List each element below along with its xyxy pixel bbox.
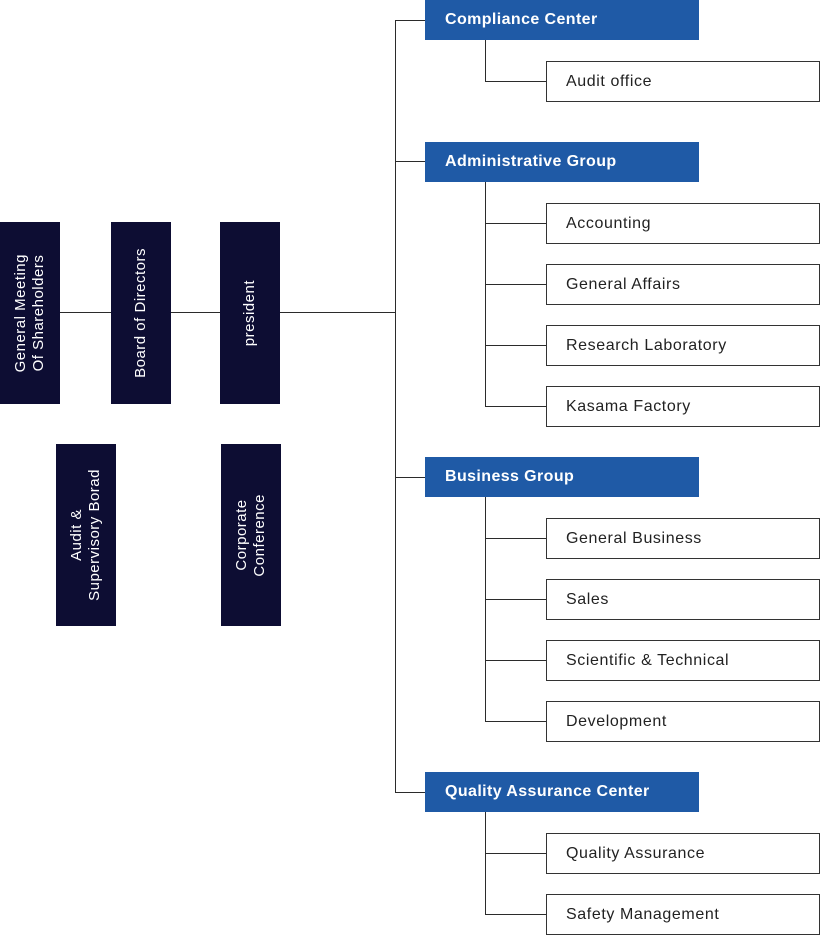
unit-development: Development [546, 701, 820, 742]
unit-connector-line [485, 853, 546, 854]
unit-connector-line [485, 538, 546, 539]
branch-administrative-line [395, 161, 425, 162]
main-trunk-line [395, 20, 396, 793]
quality-subtrunk-line [485, 812, 486, 915]
branch-compliance-line [395, 20, 425, 21]
unit-connector-line [485, 284, 546, 285]
unit-connector-line [485, 721, 546, 722]
branch-business-line [395, 477, 425, 478]
shareholders-box: General Meeting Of Shareholders [0, 222, 60, 404]
unit-general-business: General Business [546, 518, 820, 559]
administrative-subtrunk-line [485, 182, 486, 407]
unit-audit-office: Audit office [546, 61, 820, 102]
unit-connector-line [485, 223, 546, 224]
unit-quality-assurance: Quality Assurance [546, 833, 820, 874]
unit-general-affairs: General Affairs [546, 264, 820, 305]
president-box: president [220, 222, 280, 404]
president-label: president [241, 280, 259, 346]
audit-supervisory-board-box: Audit & Supervisory Borad [56, 444, 116, 626]
audit-board-label-line2: Supervisory Borad [86, 469, 103, 601]
unit-connector-line [485, 914, 546, 915]
unit-scientific-technical: Scientific & Technical [546, 640, 820, 681]
unit-connector-line [485, 406, 546, 407]
unit-safety-management: Safety Management [546, 894, 820, 935]
board-of-directors-box: Board of Directors [111, 222, 171, 404]
audit-supervisory-board-label: Audit & Supervisory Borad [68, 469, 104, 601]
shareholders-label-line1: General Meeting [12, 253, 29, 373]
group-administrative: Administrative Group [425, 142, 699, 182]
audit-board-label-line1: Audit & [68, 509, 85, 561]
unit-kasama-factory: Kasama Factory [546, 386, 820, 427]
conference-label-line1: Corporate [233, 499, 250, 571]
conference-label-line2: Conference [251, 493, 268, 577]
group-business: Business Group [425, 457, 699, 497]
president-text: president [241, 279, 258, 347]
group-quality-assurance-center: Quality Assurance Center [425, 772, 699, 812]
unit-connector-line [485, 345, 546, 346]
compliance-subtrunk-line [485, 40, 486, 82]
unit-connector-line [485, 81, 546, 82]
corporate-conference-box: Corporate Conference [221, 444, 281, 626]
unit-connector-line [485, 660, 546, 661]
shareholders-label-line2: Of Shareholders [30, 254, 47, 372]
shareholders-label: General Meeting Of Shareholders [12, 254, 48, 372]
unit-research-laboratory: Research Laboratory [546, 325, 820, 366]
group-compliance-center: Compliance Center [425, 0, 699, 40]
unit-accounting: Accounting [546, 203, 820, 244]
unit-sales: Sales [546, 579, 820, 620]
branch-quality-line [395, 792, 425, 793]
board-of-directors-label: Board of Directors [132, 248, 150, 378]
board-of-directors-text: Board of Directors [132, 248, 149, 378]
corporate-conference-label: Corporate Conference [233, 494, 269, 577]
unit-connector-line [485, 599, 546, 600]
business-subtrunk-line [485, 497, 486, 722]
